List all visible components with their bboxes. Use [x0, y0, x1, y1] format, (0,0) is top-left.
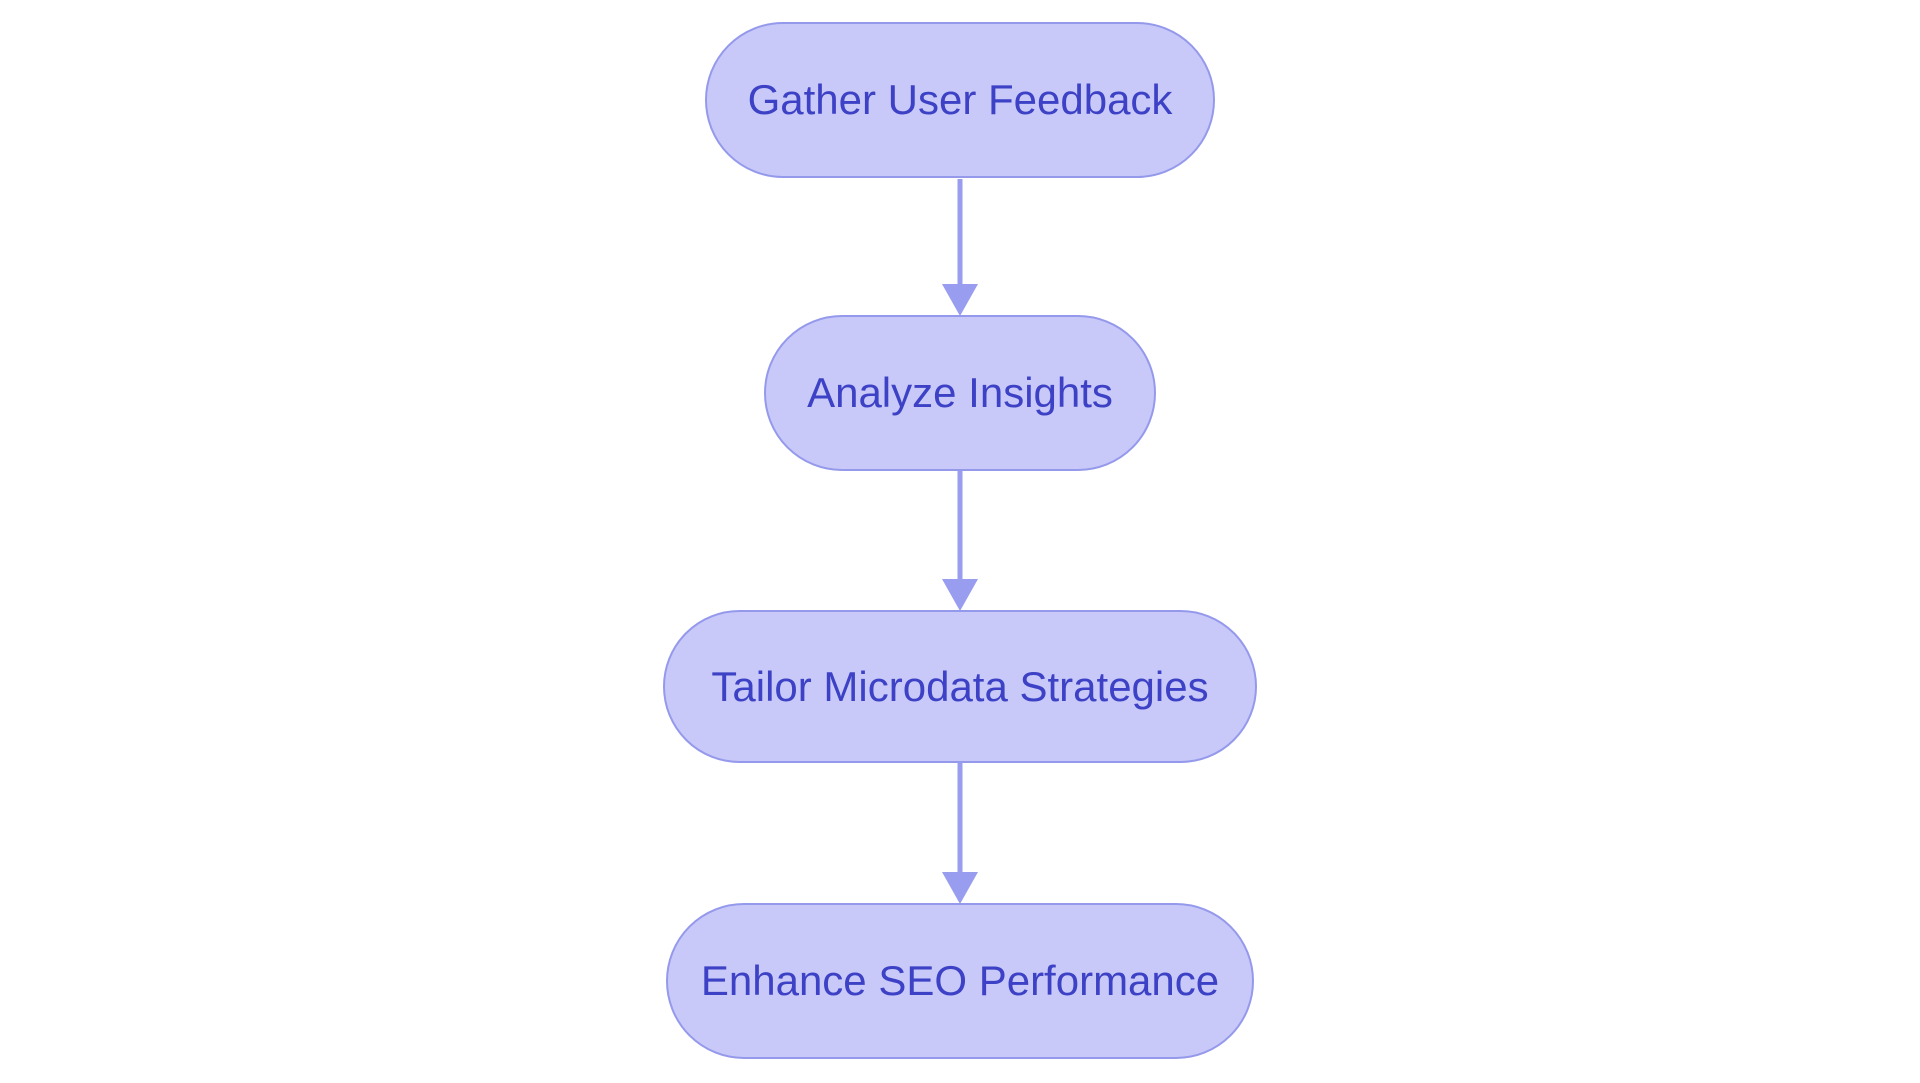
- arrow-head: [942, 872, 978, 904]
- arrow-down-icon: [942, 762, 978, 904]
- arrow-head: [942, 284, 978, 316]
- flow-node-tailor-microdata-strategies: Tailor Microdata Strategies: [663, 610, 1257, 763]
- flow-node-gather-user-feedback: Gather User Feedback: [705, 22, 1215, 178]
- arrow-down-icon: [942, 471, 978, 611]
- node-label: Analyze Insights: [807, 369, 1113, 416]
- node-label: Tailor Microdata Strategies: [711, 662, 1209, 710]
- arrow-head: [942, 579, 978, 611]
- flow-node-analyze-insights: Analyze Insights: [764, 315, 1156, 471]
- node-label: Gather User Feedback: [747, 76, 1173, 123]
- arrow-down-icon: [942, 179, 978, 316]
- node-label: Enhance SEO Performance: [700, 957, 1220, 1004]
- flow-node-enhance-seo-performance: Enhance SEO Performance: [666, 903, 1254, 1059]
